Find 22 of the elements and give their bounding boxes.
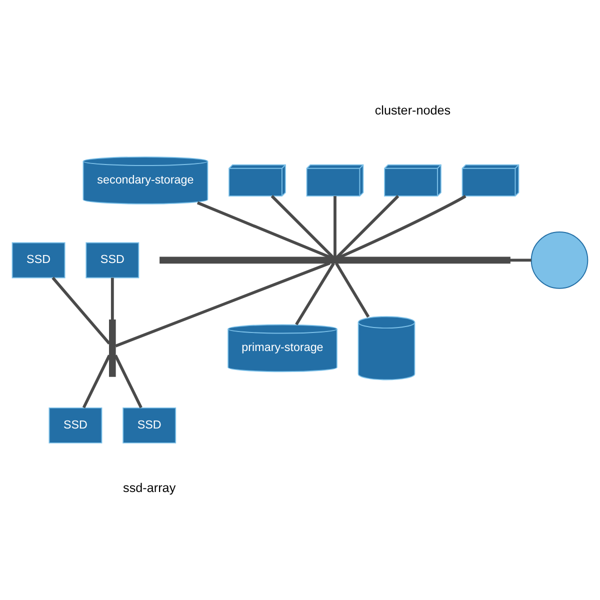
node-box: SSD (48, 407, 102, 444)
label: ssd-array (123, 480, 176, 495)
connector (110, 278, 114, 320)
label: cluster-nodes (374, 104, 451, 118)
connector (114, 354, 142, 408)
connector (335, 262, 370, 318)
node-bar (109, 320, 116, 377)
node-box: SSD (12, 242, 66, 278)
node-box: SSD (86, 242, 140, 278)
connector (295, 262, 335, 326)
connector (338, 194, 466, 259)
node-box: SSD (122, 407, 176, 444)
connector (510, 258, 532, 262)
connector (334, 196, 336, 258)
connector (82, 354, 111, 408)
node-globe (530, 232, 588, 289)
connector (196, 201, 331, 259)
connector (270, 195, 334, 258)
node-bar (160, 256, 510, 264)
connector (52, 276, 110, 345)
connector (336, 195, 400, 258)
connector (115, 262, 330, 348)
